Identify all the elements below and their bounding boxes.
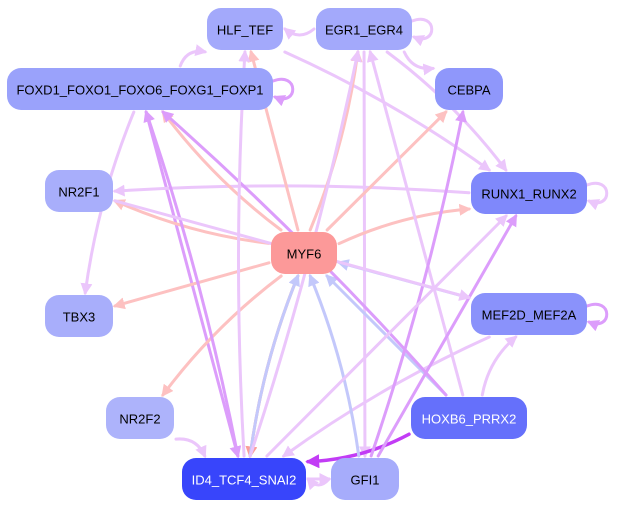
edge-hoxb6_prrx2-to-egr1_egr4 xyxy=(366,49,465,397)
node-box[interactable] xyxy=(182,458,306,500)
node-label: TBX3 xyxy=(63,310,96,325)
node-box[interactable] xyxy=(331,458,399,500)
edge-id4_tcf4_snai2-to-myf6 xyxy=(248,273,300,458)
edge-foxd1_foxo1_foxo6_foxg1_foxp1-to-hlf_tef xyxy=(178,44,208,68)
node-label: HOXB6_PRRX2 xyxy=(422,412,517,427)
edge-egr1_egr4-to-gfi1 xyxy=(358,50,371,459)
node-label: CEBPA xyxy=(447,83,490,98)
edge-myf6-to-nr2f2 xyxy=(161,274,283,397)
edge-myf6-to-foxd1_foxo1_foxo6_foxg1_foxp1 xyxy=(161,110,283,232)
node-label: MEF2D_MEF2A xyxy=(482,308,577,323)
edge-id4_tcf4_snai2-to-foxd1_foxo1_foxo6_foxg1_foxp1 xyxy=(143,109,240,458)
node-box[interactable] xyxy=(271,232,337,274)
edge-id4_tcf4_snai2-to-runx1_runx2 xyxy=(265,214,508,458)
node-box[interactable] xyxy=(106,397,174,439)
edge-runx1_runx2-to-nr2f1 xyxy=(112,184,471,197)
edge-egr1_egr4-to-cebpa xyxy=(402,50,436,76)
node-id4-tcf4-snai2[interactable]: ID4_TCF4_SNAI2 xyxy=(182,458,306,500)
edge-mef2d_mef2a-to-mef2d_mef2a xyxy=(585,302,609,332)
edge-hoxb6_prrx2-to-mef2d_mef2a xyxy=(480,335,518,397)
edge-egr1_egr4-to-hlf_tef xyxy=(283,27,316,40)
node-runx1-runx2[interactable]: RUNX1_RUNX2 xyxy=(471,172,587,214)
node-mef2d-mef2a[interactable]: MEF2D_MEF2A xyxy=(471,293,587,335)
edge-myf6-to-nr2f1 xyxy=(112,199,271,245)
node-nr2f2[interactable]: NR2F2 xyxy=(106,397,174,439)
node-gfi1[interactable]: GFI1 xyxy=(331,458,399,500)
edge-hlf_tef-to-runx1_runx2 xyxy=(283,50,492,172)
node-label: HLF_TEF xyxy=(217,23,273,38)
node-foxd1-foxo1-foxo6-foxg1-foxp1[interactable]: FOXD1_FOXO1_FOXO6_FOXG1_FOXP1 xyxy=(7,68,273,110)
node-label: MYF6 xyxy=(287,247,322,262)
node-box[interactable] xyxy=(45,170,113,212)
node-box[interactable] xyxy=(207,8,283,50)
edge-myf6-to-runx1_runx2 xyxy=(337,203,472,246)
edge-mef2d_mef2a-to-id4_tcf4_snai2 xyxy=(281,335,491,458)
edge-nr2f2-to-id4_tcf4_snai2 xyxy=(174,437,207,459)
nodes-layer: HLF_TEF EGR1_EGR4FOXD1_FOXO1_FOXO6_FOXG1_… xyxy=(7,8,587,500)
edge-myf6-to-id4_tcf4_snai2 xyxy=(245,274,300,459)
node-cebpa[interactable]: CEBPA xyxy=(435,68,503,110)
edge-myf6-to-cebpa xyxy=(325,110,448,232)
node-label: GFI1 xyxy=(351,473,380,488)
node-label: EGR1_EGR4 xyxy=(325,23,403,38)
edge-myf6-to-egr1_egr4 xyxy=(308,49,363,232)
node-nr2f1[interactable]: NR2F1 xyxy=(45,170,113,212)
edge-foxd1_foxo1_foxo6_foxg1_foxp1-to-foxd1_foxo1_foxo6_foxg1_foxp1 xyxy=(271,77,295,107)
node-label: NR2F2 xyxy=(119,412,160,427)
edge-gfi1-to-myf6 xyxy=(308,273,361,458)
node-hoxb6-prrx2[interactable]: HOXB6_PRRX2 xyxy=(411,397,527,439)
node-label: ID4_TCF4_SNAI2 xyxy=(192,473,297,488)
node-box[interactable] xyxy=(471,172,587,214)
node-label: RUNX1_RUNX2 xyxy=(481,187,576,202)
node-tbx3[interactable]: TBX3 xyxy=(45,295,113,337)
edge-egr1_egr4-to-egr1_egr4 xyxy=(410,17,434,47)
node-box[interactable] xyxy=(471,293,587,335)
node-hlf-tef[interactable]: HLF_TEF xyxy=(207,8,283,50)
edge-runx1_runx2-to-runx1_runx2 xyxy=(585,181,609,211)
edge-id4_tcf4_snai2-to-hlf_tef xyxy=(236,49,251,458)
node-box[interactable] xyxy=(45,295,113,337)
edge-hoxb6_prrx2-to-id4_tcf4_snai2 xyxy=(305,432,411,469)
edge-myf6-to-tbx3 xyxy=(112,261,271,310)
edge-gfi1-to-runx1_runx2 xyxy=(376,213,518,458)
node-box[interactable] xyxy=(435,68,503,110)
node-box[interactable] xyxy=(7,68,273,110)
node-label: FOXD1_FOXO1_FOXO6_FOXG1_FOXP1 xyxy=(16,83,263,98)
node-box[interactable] xyxy=(316,8,412,50)
node-myf6[interactable]: MYF6 xyxy=(271,232,337,274)
node-label: NR2F1 xyxy=(58,185,99,200)
node-egr1-egr4[interactable]: EGR1_EGR4 xyxy=(316,8,412,50)
node-box[interactable] xyxy=(411,397,527,439)
